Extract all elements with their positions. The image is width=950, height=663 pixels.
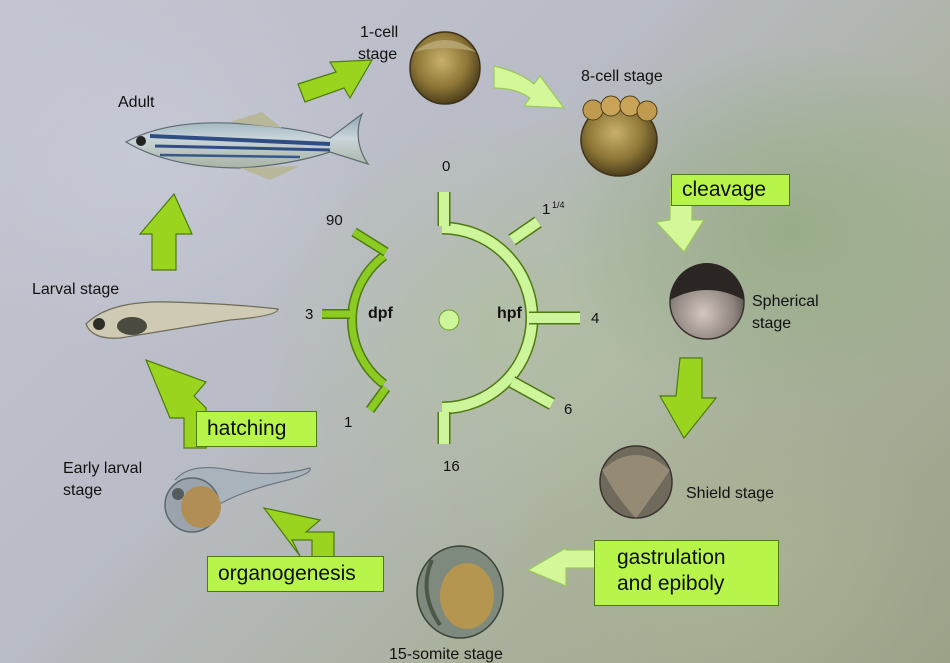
hpf-label: hpf <box>497 305 522 323</box>
somite-embryo-image <box>417 546 503 638</box>
eight-cell-label: 8-cell stage <box>581 67 663 87</box>
dpf-tick-90: 90 <box>326 212 343 229</box>
one-cell-label-line2: stage <box>358 45 397 65</box>
larval-fish-image <box>86 302 278 338</box>
dpf-tick-1: 1 <box>344 414 352 431</box>
hpf-tick-16: 16 <box>443 458 460 475</box>
cleavage-text: cleavage <box>682 178 766 201</box>
dpf-tick-3: 3 <box>305 306 313 323</box>
organogenesis-arrow <box>264 508 334 558</box>
somite-label: 15-somite stage <box>389 645 503 663</box>
organogenesis-text: organogenesis <box>218 562 356 585</box>
spherical-label-line2: stage <box>752 314 791 334</box>
one-cell-embryo-image <box>410 32 480 104</box>
spherical-embryo-image <box>670 263 744 339</box>
early-larval-label-line1: Early larval <box>63 459 142 479</box>
larval-to-adult-arrow <box>140 194 192 270</box>
cleavage-box: cleavage <box>671 174 790 206</box>
adult-fish-image <box>126 112 368 180</box>
hpf-tick-4: 4 <box>591 310 599 327</box>
hpf-tick-0: 0 <box>442 158 450 175</box>
organogenesis-box: organogenesis <box>207 556 384 592</box>
eight-cell-embryo-image <box>581 96 657 176</box>
one-cell-to-eight-cell-arrow <box>494 66 564 108</box>
gastrulation-arrow <box>528 548 598 586</box>
hpf-tick-1-fraction: 1/4 <box>552 200 565 210</box>
hatching-box: hatching <box>196 411 317 447</box>
clock-center-dot <box>439 310 459 330</box>
spherical-label-line1: Spherical <box>752 292 819 312</box>
shield-label: Shield stage <box>686 484 774 504</box>
dpf-label: dpf <box>368 305 393 323</box>
gastrulation-box: gastrulation and epiboly <box>594 540 779 606</box>
gastrulation-text-line2: and epiboly <box>617 571 778 597</box>
hatching-text: hatching <box>207 417 286 440</box>
early-larval-label-line2: stage <box>63 481 102 501</box>
larval-label: Larval stage <box>32 280 119 300</box>
adult-label: Adult <box>118 93 154 113</box>
spherical-to-shield-arrow <box>660 358 716 438</box>
one-cell-label-line1: 1-cell <box>360 23 398 43</box>
gastrulation-text-line1: gastrulation <box>617 545 778 571</box>
hpf-tick-6: 6 <box>564 401 572 418</box>
hpf-tick-1-base: 1 <box>542 201 550 218</box>
shield-embryo-image <box>600 446 672 518</box>
adult-to-one-cell-arrow <box>298 60 372 102</box>
